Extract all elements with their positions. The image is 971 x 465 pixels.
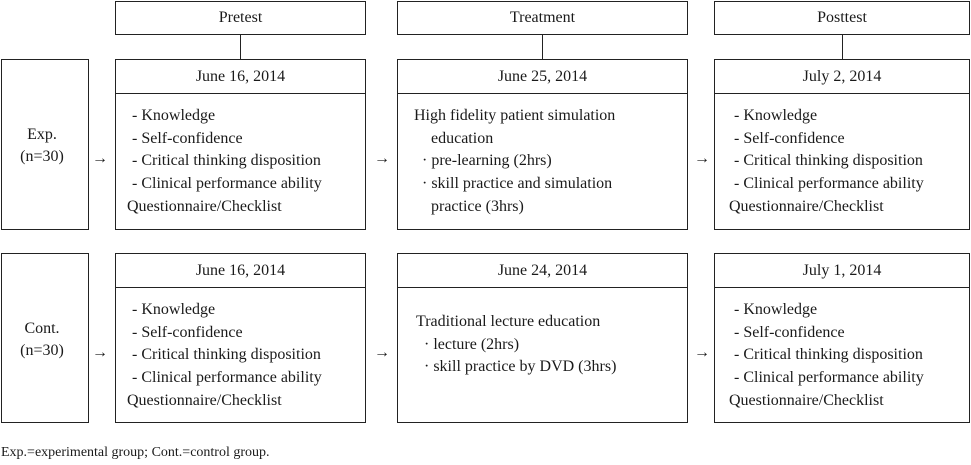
treatment-line: · lecture (2hrs) [424, 335, 520, 353]
treatment-line: High fidelity patient simulation [414, 107, 616, 124]
arrow-icon: → [694, 344, 710, 361]
treatment-line: Traditional lecture education [416, 313, 601, 330]
instrument-label: Questionnaire/Checklist [729, 197, 884, 215]
arrow-icon: → [374, 150, 390, 167]
cont-group-label: Cont. [24, 320, 60, 337]
arrow-icon: → [92, 150, 108, 167]
measure-item: - Knowledge [132, 107, 216, 124]
phase-label: Posttest [817, 9, 867, 26]
arrow-icon: → [694, 150, 710, 167]
exp-group-box: Exp. (n=30) [1, 59, 89, 230]
phase-header-pretest: Pretest [115, 1, 366, 35]
cont-group-n: (n=30) [20, 342, 64, 359]
measure-item: - Self-confidence [734, 323, 845, 341]
arrow-icon: → [374, 344, 390, 361]
exp-pretest-box: June 16, 2014 - Knowledge - Self-confide… [115, 59, 366, 230]
exp-posttest-date: July 2, 2014 [715, 60, 969, 94]
measure-item: - Critical thinking disposition [132, 152, 321, 170]
phase-header-posttest: Posttest [714, 1, 970, 35]
exp-pretest-date: June 16, 2014 [116, 60, 365, 94]
connector-line [842, 35, 843, 59]
treatment-line: practice (3hrs) [431, 197, 524, 215]
arrow-icon: → [92, 344, 108, 361]
treatment-line: · skill practice and simulation [422, 175, 613, 193]
cont-posttest-date: July 1, 2014 [715, 254, 969, 288]
connector-line [240, 35, 241, 59]
measure-item: - Clinical performance ability [734, 175, 924, 193]
exp-group-n: (n=30) [20, 148, 64, 165]
exp-treatment-date: June 25, 2014 [398, 60, 687, 94]
phase-label: Pretest [218, 9, 263, 26]
connector-line [542, 35, 543, 59]
measure-item: - Self-confidence [734, 129, 845, 147]
measure-item: - Knowledge [734, 107, 818, 124]
measure-item: - Knowledge [132, 301, 216, 318]
exp-posttest-box: July 2, 2014 - Knowledge - Self-confiden… [714, 59, 970, 230]
measure-item: - Critical thinking disposition [132, 346, 321, 364]
treatment-line: · pre-learning (2hrs) [422, 152, 552, 170]
measure-item: - Self-confidence [132, 323, 243, 341]
instrument-label: Questionnaire/Checklist [127, 391, 282, 409]
treatment-line: · skill practice by DVD (3hrs) [424, 358, 617, 376]
phase-header-treatment: Treatment [397, 1, 688, 35]
measure-item: - Clinical performance ability [132, 369, 322, 387]
cont-treatment-box: June 24, 2014 Traditional lecture educat… [397, 253, 688, 423]
treatment-line: education [431, 129, 494, 147]
measure-item: - Clinical performance ability [734, 369, 924, 387]
phase-label: Treatment [509, 9, 576, 26]
cont-posttest-box: July 1, 2014 - Knowledge - Self-confiden… [714, 253, 970, 423]
measure-item: - Self-confidence [132, 129, 243, 147]
measure-item: - Knowledge [734, 301, 818, 318]
measure-item: - Clinical performance ability [132, 175, 322, 193]
footnote: Exp.=experimental group; Cont.=control g… [1, 445, 270, 460]
cont-treatment-date: June 24, 2014 [398, 254, 687, 288]
cont-pretest-date: June 16, 2014 [116, 254, 365, 288]
exp-group-label: Exp. [27, 126, 57, 143]
exp-treatment-box: June 25, 2014 High fidelity patient simu… [397, 59, 688, 230]
cont-group-box: Cont. (n=30) [1, 253, 89, 423]
cont-pretest-box: June 16, 2014 - Knowledge - Self-confide… [115, 253, 366, 423]
instrument-label: Questionnaire/Checklist [729, 391, 884, 409]
measure-item: - Critical thinking disposition [734, 152, 923, 170]
instrument-label: Questionnaire/Checklist [127, 197, 282, 215]
measure-item: - Critical thinking disposition [734, 346, 923, 364]
